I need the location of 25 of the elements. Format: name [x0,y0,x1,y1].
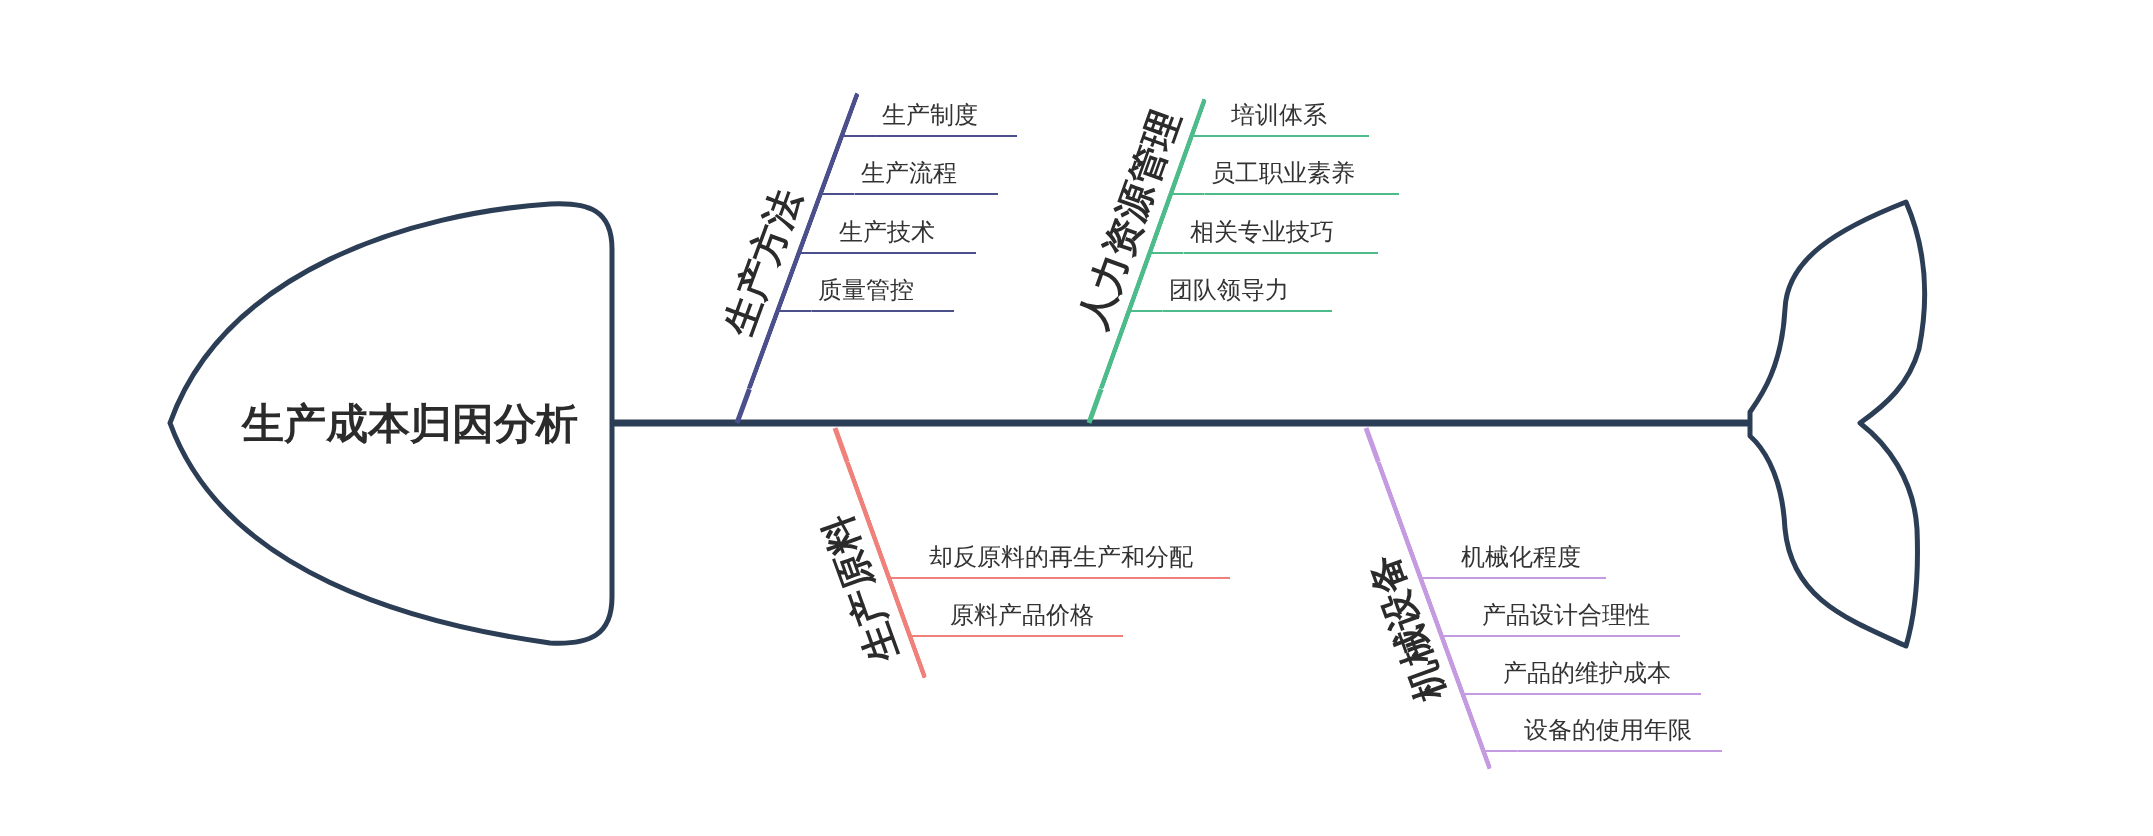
category-label: 生产原料 [816,508,909,667]
bone-line [1086,388,1104,424]
cause-label: 却反原料的再生产和分配 [923,539,1230,579]
cause-label: 产品设计合理性 [1476,597,1680,637]
bone-line [832,427,850,463]
cause-label: 培训体系 [1225,97,1369,137]
cause-label: 产品的维护成本 [1497,655,1701,695]
connector-line [1441,635,1477,637]
cause-label: 生产流程 [854,155,998,195]
cause-label: 生产技术 [832,214,976,254]
cause-label: 机械化程度 [1454,539,1606,579]
bone-line [734,388,752,424]
cause-label: 员工职业素养 [1204,155,1399,195]
category-label: 生产方法 [718,184,812,344]
bone-line [1363,427,1381,463]
cause-label: 相关专业技巧 [1183,214,1378,254]
category-label: 机械设备 [1361,548,1455,707]
fish-head [165,199,615,648]
spine-line [613,419,1750,427]
cause-label: 生产制度 [875,97,1017,137]
cause-label: 原料产品价格 [944,597,1123,637]
cause-label: 团队领导力 [1162,272,1332,312]
cause-label: 质量管控 [811,272,954,312]
head-label: 生产成本归因分析 [242,397,578,450]
cause-label: 设备的使用年限 [1517,712,1722,752]
